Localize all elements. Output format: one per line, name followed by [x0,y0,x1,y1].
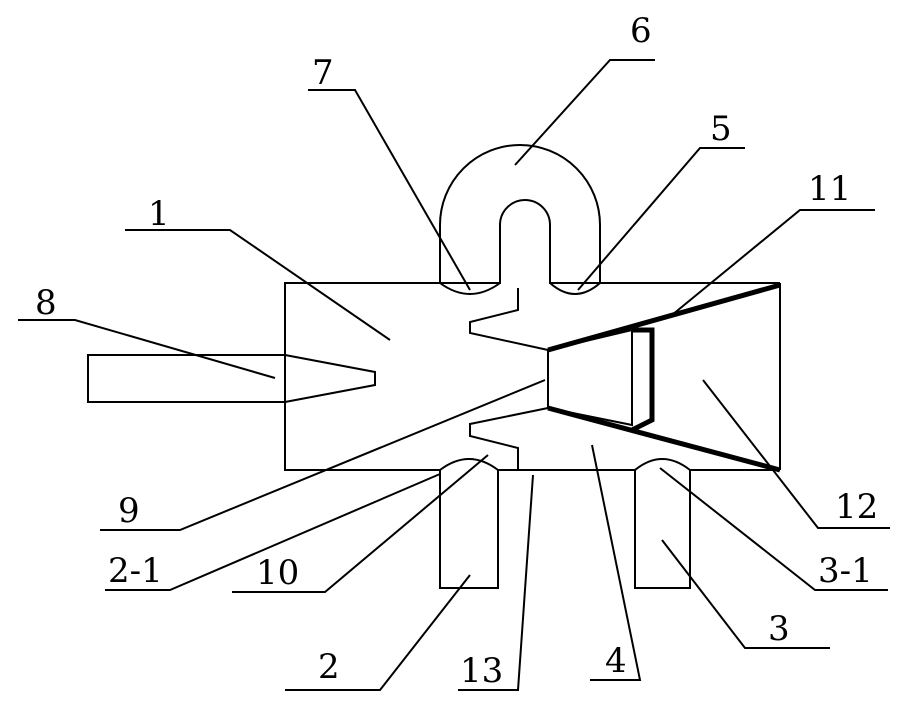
leader-5 [577,147,745,291]
label-3-1: 3-1 [818,551,873,591]
pipe-3 [634,470,691,589]
u-tube-6 [439,144,601,284]
label-12: 12 [835,487,878,527]
leader-13 [458,474,534,691]
leader-4 [590,444,642,681]
nozzle-8 [87,354,376,403]
mixing-block-edge [630,327,655,433]
leader-2 [285,574,471,691]
leader-6 [514,59,655,166]
port-2-1-arc [439,458,499,471]
label-1: 1 [148,194,170,234]
leader-12 [702,379,890,529]
diffuser-upper-wall [547,282,781,353]
throat-upper [469,288,549,351]
leader-3-1 [659,467,888,591]
leader-1 [125,229,391,341]
label-9: 9 [118,491,140,531]
port-7-arc [439,282,501,295]
diffuser-lower-wall [547,405,781,473]
port-5-arc [549,282,601,295]
label-2-1: 2-1 [108,551,163,591]
label-2: 2 [318,647,340,687]
label-8: 8 [35,283,57,323]
leader-3 [661,539,830,649]
label-13: 13 [460,651,503,691]
pipe-2 [439,470,499,589]
leader-7 [308,89,471,291]
label-4: 4 [605,641,627,681]
main-body-outline [284,282,440,471]
leader-8 [18,319,276,379]
leader-10 [232,454,489,593]
label-5: 5 [710,109,732,149]
label-3: 3 [768,609,790,649]
leader-11 [671,209,875,316]
leader-2-1 [105,473,441,591]
throat-lower [469,407,549,470]
label-11: 11 [808,169,851,209]
port-3-1-arc [634,458,691,471]
label-10: 10 [256,553,299,593]
leader-9 [100,379,546,531]
label-6: 6 [630,11,652,51]
mixing-block [547,328,633,427]
label-7: 7 [312,53,334,93]
